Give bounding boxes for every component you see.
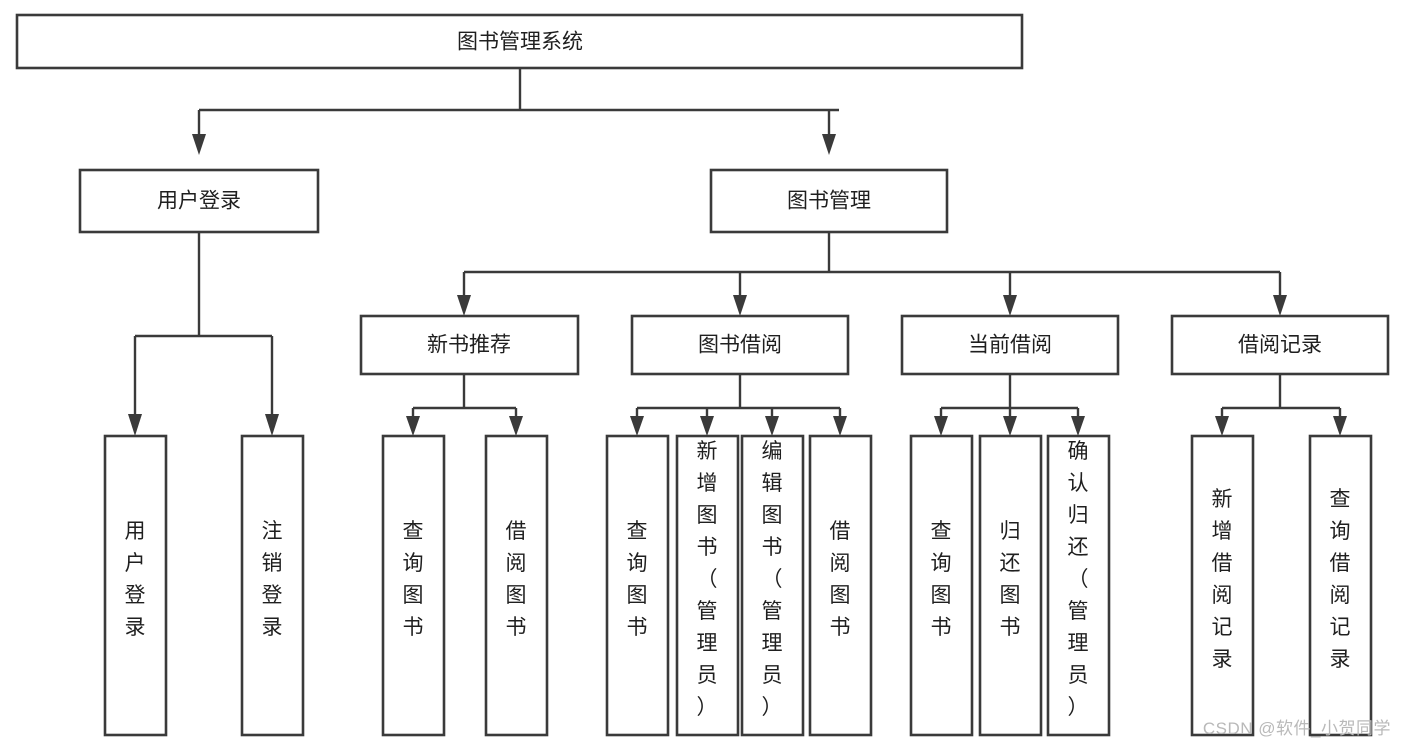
arrow-to-borrow-record-icon bbox=[1273, 295, 1287, 316]
leaf-user-login-logout-box bbox=[240, 434, 305, 737]
leaf-current-borrow-confirm-label: 确认归还（管理员） bbox=[1068, 440, 1089, 719]
node-book-borrow-box bbox=[630, 314, 850, 376]
arrow-borrow-record-leaf-2-icon bbox=[1333, 416, 1347, 436]
connector-group-borrow-record-leaves bbox=[1215, 374, 1347, 436]
arrow-book-borrow-leaf-4-icon bbox=[833, 416, 847, 436]
node-root-box bbox=[15, 13, 1024, 70]
node-current-borrow-label: 当前借阅 bbox=[968, 334, 1052, 357]
connector-group-new-book-leaves bbox=[406, 374, 523, 436]
leaf-node-book-borrow-add[interactable]: 新增图书（管理员） bbox=[675, 434, 740, 737]
leaf-node-current-borrow-query[interactable]: 查询图书 bbox=[909, 434, 974, 737]
leaf-node-book-borrow-borrow[interactable]: 借阅图书 bbox=[808, 434, 873, 737]
arrow-to-current-borrow-icon bbox=[1003, 295, 1017, 316]
node-new-book-recommend-label: 新书推荐 bbox=[427, 334, 511, 357]
arrow-to-new-book-icon bbox=[457, 295, 471, 316]
connector-group-book-mgmt-to-level3 bbox=[457, 232, 1287, 316]
leaf-borrow-record-add-box bbox=[1190, 434, 1255, 737]
leaf-user-login-login-box bbox=[103, 434, 168, 737]
leaf-borrow-record-query-box bbox=[1308, 434, 1373, 737]
node-user-login[interactable]: 用户登录 bbox=[78, 168, 320, 234]
leaf-node-borrow-record-query[interactable]: 查询借阅记录 bbox=[1308, 434, 1373, 737]
leaf-book-borrow-borrow-label: 借阅图书 bbox=[830, 520, 851, 639]
leaf-node-user-login-login[interactable]: 用户登录 bbox=[103, 434, 168, 737]
arrow-book-borrow-leaf-1-icon bbox=[630, 416, 644, 436]
node-borrow-record-label: 借阅记录 bbox=[1238, 334, 1322, 357]
leaf-node-current-borrow-return[interactable]: 归还图书 bbox=[978, 434, 1043, 737]
leaf-new-book-query-label: 查询图书 bbox=[403, 520, 424, 639]
leaf-current-borrow-query-box bbox=[909, 434, 974, 737]
leaf-user-login-logout-label: 注销登录 bbox=[262, 520, 283, 639]
leaf-book-borrow-edit-label: 编辑图书（管理员） bbox=[762, 440, 783, 719]
connector-group-current-borrow-leaves bbox=[934, 374, 1085, 436]
node-book-borrow-label: 图书借阅 bbox=[698, 334, 782, 357]
leaf-node-current-borrow-confirm[interactable]: 确认归还（管理员） bbox=[1046, 434, 1111, 737]
node-book-management[interactable]: 图书管理 bbox=[709, 168, 949, 234]
leaf-book-borrow-add-label: 新增图书（管理员） bbox=[697, 440, 718, 719]
arrow-borrow-record-leaf-1-icon bbox=[1215, 416, 1229, 436]
leaf-book-borrow-query-box bbox=[605, 434, 670, 737]
leaf-borrow-record-query-label: 查询借阅记录 bbox=[1330, 488, 1351, 671]
leaf-book-borrow-borrow-box bbox=[808, 434, 873, 737]
node-current-borrow-box bbox=[900, 314, 1120, 376]
arrow-book-borrow-leaf-2-icon bbox=[700, 416, 714, 436]
arrow-user-login-leaf-2-icon bbox=[265, 414, 279, 436]
node-book-management-box bbox=[709, 168, 949, 234]
arrow-book-borrow-leaf-3-icon bbox=[765, 416, 779, 436]
leaf-new-book-borrow-label: 借阅图书 bbox=[506, 520, 527, 639]
node-root-label: 图书管理系统 bbox=[457, 31, 583, 54]
leaf-node-book-borrow-query[interactable]: 查询图书 bbox=[605, 434, 670, 737]
node-new-book-recommend-box bbox=[359, 314, 580, 376]
arrow-current-borrow-leaf-2-icon bbox=[1003, 416, 1017, 436]
node-user-login-box bbox=[78, 168, 320, 234]
leaf-new-book-borrow-box bbox=[484, 434, 549, 737]
leaf-borrow-record-add-label: 新增借阅记录 bbox=[1212, 488, 1233, 671]
leaf-current-borrow-return-label: 归还图书 bbox=[1000, 520, 1021, 639]
arrow-to-book-borrow-icon bbox=[733, 295, 747, 316]
arrow-user-login-leaf-1-icon bbox=[128, 414, 142, 436]
arrow-root-to-user-login-icon bbox=[192, 134, 206, 155]
arrow-new-book-leaf-1-icon bbox=[406, 416, 420, 436]
node-new-book-recommend[interactable]: 新书推荐 bbox=[359, 314, 580, 376]
leaf-node-user-login-logout[interactable]: 注销登录 bbox=[240, 434, 305, 737]
arrow-root-to-book-mgmt-icon bbox=[822, 134, 836, 155]
arrow-new-book-leaf-2-icon bbox=[509, 416, 523, 436]
leaf-node-new-book-query[interactable]: 查询图书 bbox=[381, 434, 446, 737]
leaf-book-borrow-add-box bbox=[675, 434, 740, 737]
node-book-borrow[interactable]: 图书借阅 bbox=[630, 314, 850, 376]
leaf-book-borrow-query-label: 查询图书 bbox=[627, 520, 648, 639]
node-current-borrow[interactable]: 当前借阅 bbox=[900, 314, 1120, 376]
node-user-login-label: 用户登录 bbox=[157, 190, 241, 213]
leaf-node-new-book-borrow[interactable]: 借阅图书 bbox=[484, 434, 549, 737]
arrow-current-borrow-leaf-3-icon bbox=[1071, 416, 1085, 436]
leaf-node-book-borrow-edit[interactable]: 编辑图书（管理员） bbox=[740, 434, 805, 737]
node-borrow-record[interactable]: 借阅记录 bbox=[1170, 314, 1390, 376]
leaf-user-login-login-label: 用户登录 bbox=[125, 520, 146, 639]
connector-group-root-to-level2 bbox=[192, 68, 839, 155]
leaf-current-borrow-confirm-box bbox=[1046, 434, 1111, 737]
arrow-current-borrow-leaf-1-icon bbox=[934, 416, 948, 436]
leaf-current-borrow-query-label: 查询图书 bbox=[931, 520, 952, 639]
leaf-current-borrow-return-box bbox=[978, 434, 1043, 737]
leaf-book-borrow-edit-box bbox=[740, 434, 805, 737]
node-borrow-record-box bbox=[1170, 314, 1390, 376]
node-book-management-label: 图书管理 bbox=[787, 190, 871, 213]
connector-group-book-borrow-leaves bbox=[630, 374, 847, 436]
connector-group-user-login-leaves bbox=[128, 232, 279, 436]
leaf-new-book-query-box bbox=[381, 434, 446, 737]
leaf-node-borrow-record-add[interactable]: 新增借阅记录 bbox=[1190, 434, 1255, 737]
node-root-book-management-system[interactable]: 图书管理系统 bbox=[15, 13, 1024, 70]
